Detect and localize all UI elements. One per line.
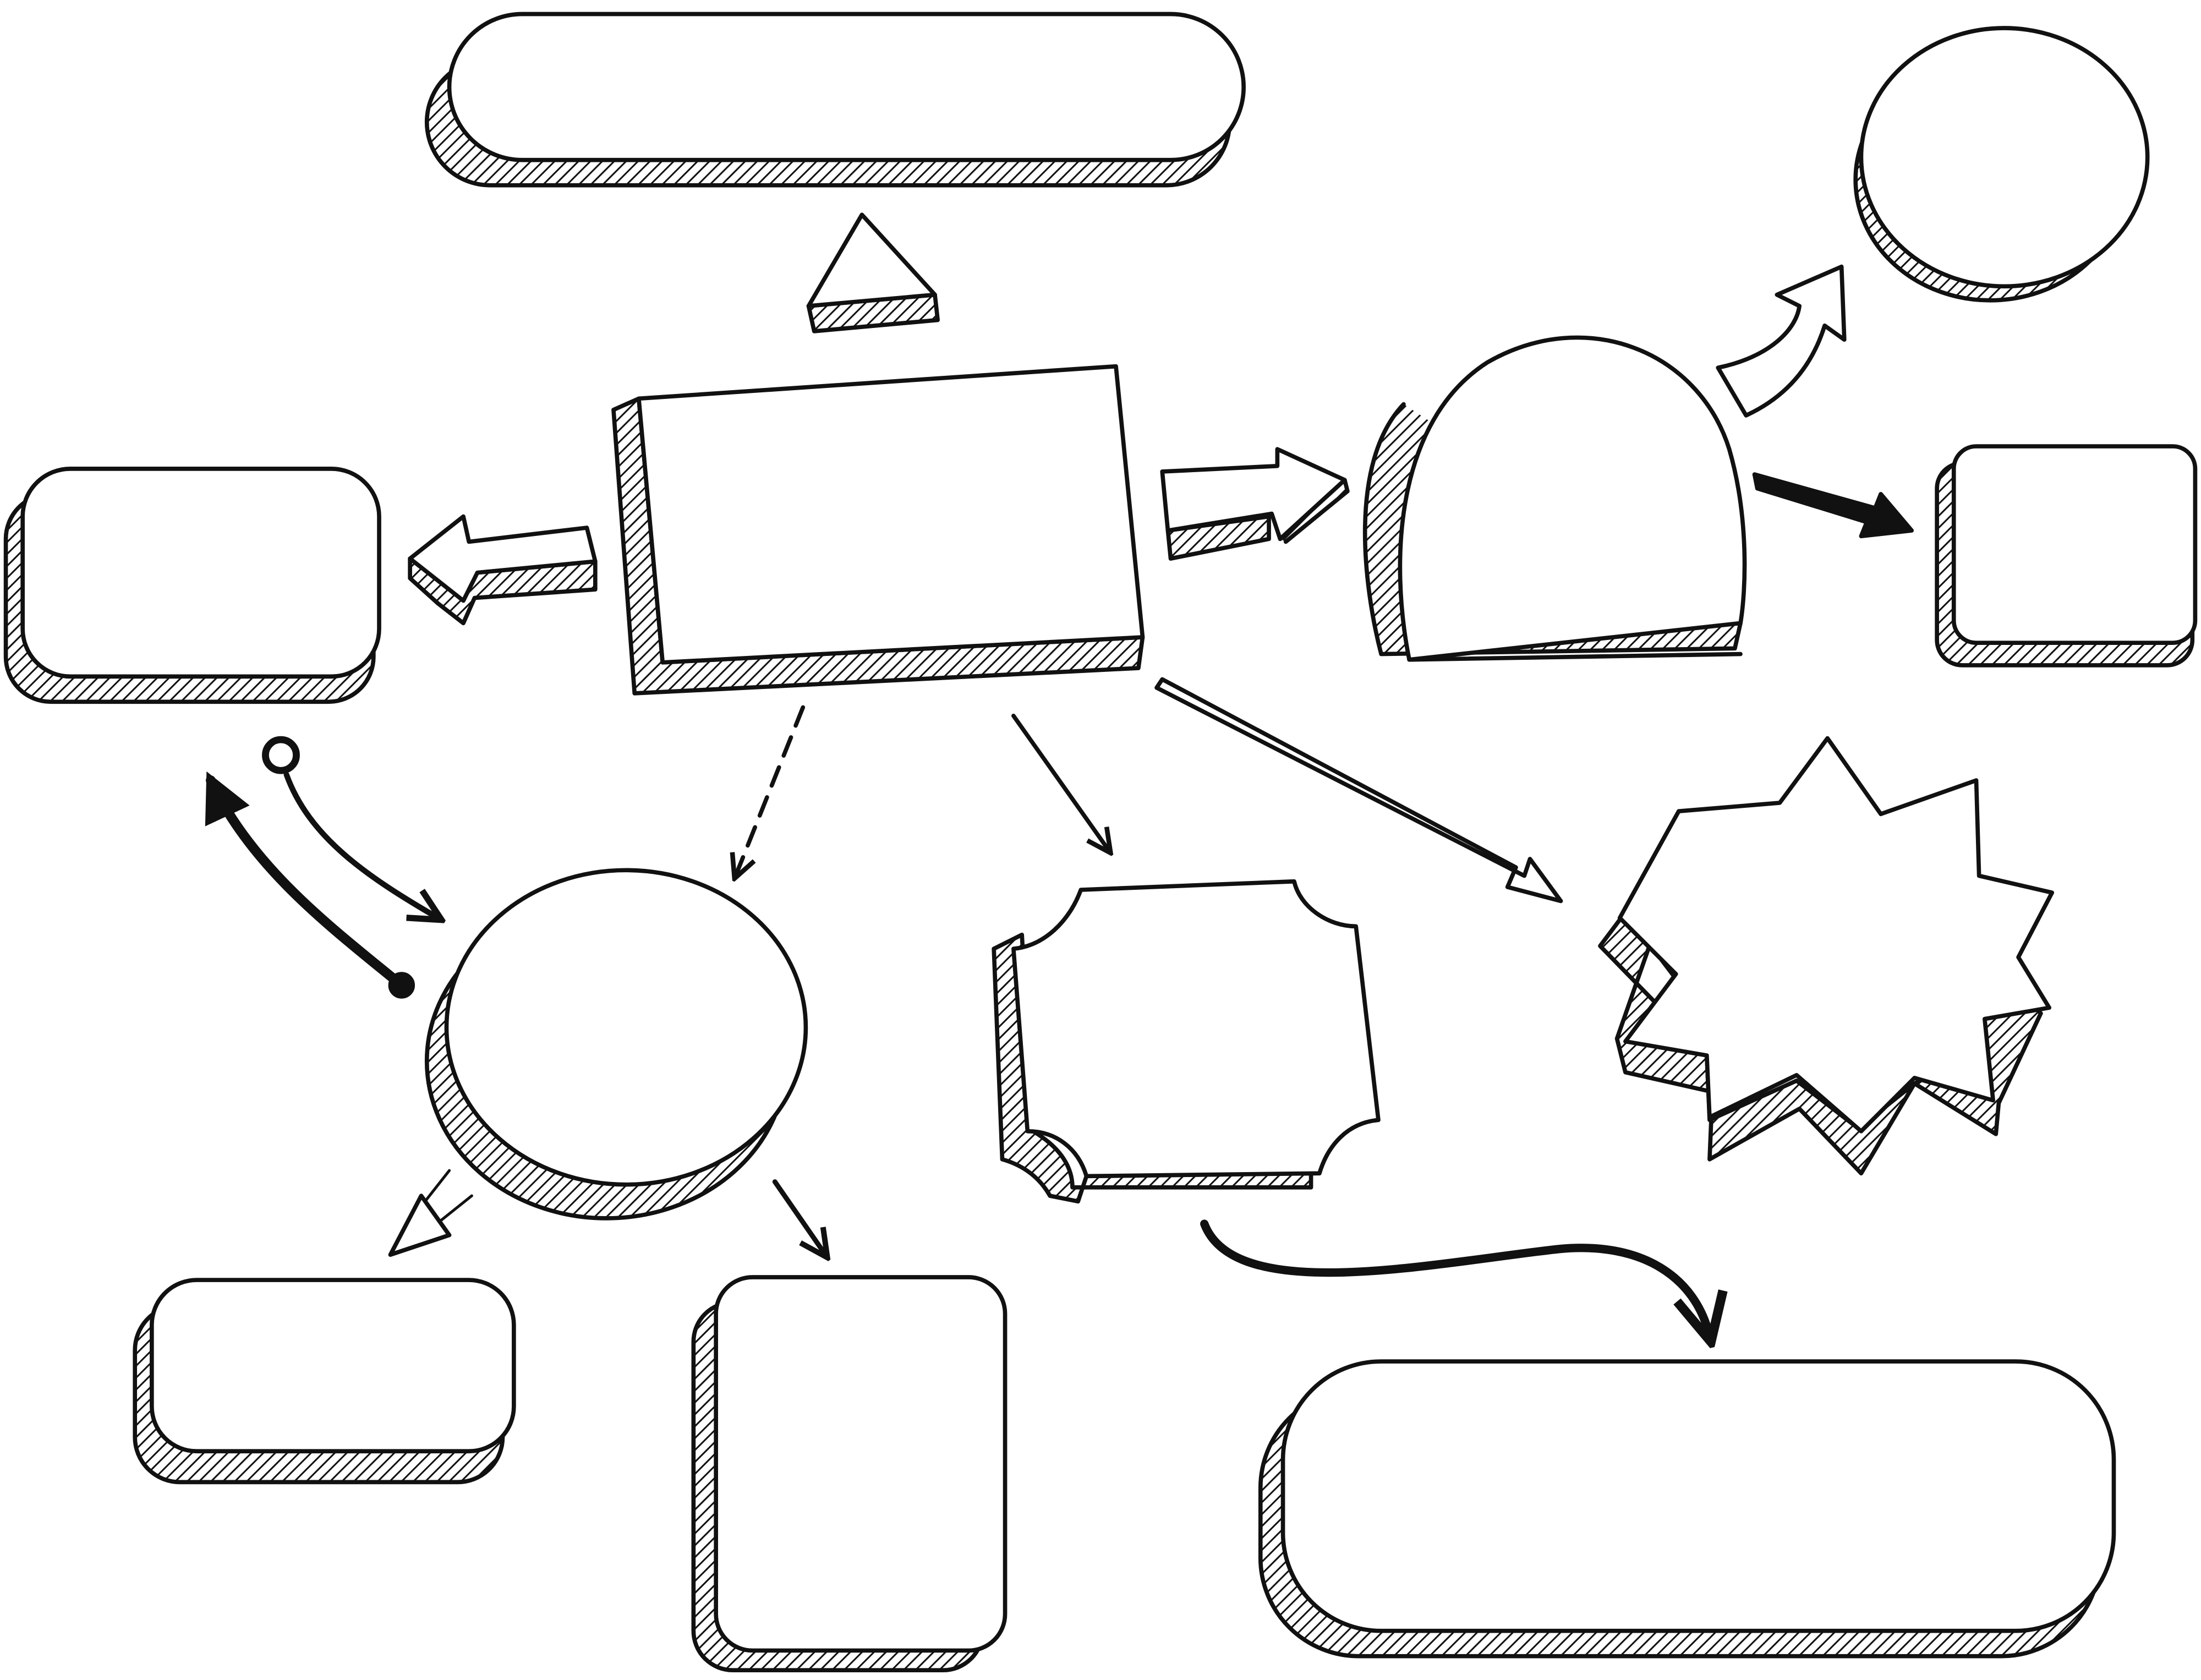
arrow-center-to-frame [1011, 713, 1109, 851]
top-right-circle-shape [1853, 26, 2150, 303]
top-pill-shape [424, 12, 1246, 188]
arrow-circle-to-bottom-left [388, 1169, 473, 1257]
arrow-left-box-to-circle [262, 736, 438, 918]
arrow-center-to-middle-circle [736, 705, 806, 875]
right-small-square-shape [1935, 444, 2198, 667]
starburst-shape [1598, 736, 2055, 1176]
arrow-circle-to-bottom-tall [772, 1179, 825, 1255]
arrow-circle-to-left-box [205, 771, 415, 999]
left-rounded-box-shape [3, 467, 381, 704]
center-rectangle-shape [611, 364, 1145, 696]
arrow-center-to-star [1154, 677, 1563, 904]
scalloped-frame-shape [992, 879, 1381, 1204]
arrow-frame-to-bottom-pill [1200, 1219, 1710, 1336]
small-triangle-shape [806, 212, 940, 333]
middle-circle-shape [424, 868, 808, 1221]
arrow-center-to-dome [1160, 447, 1350, 561]
bottom-left-rounded-box-shape [133, 1278, 516, 1485]
arrow-dome-to-square [1752, 472, 1914, 539]
bottom-right-pill-shape [1258, 1359, 2116, 1659]
bottom-tall-rectangle-shape [691, 1275, 1008, 1672]
arrow-center-to-left [408, 514, 598, 626]
arrow-dome-to-circle [1716, 264, 1847, 418]
dome-shape [1362, 335, 1747, 662]
